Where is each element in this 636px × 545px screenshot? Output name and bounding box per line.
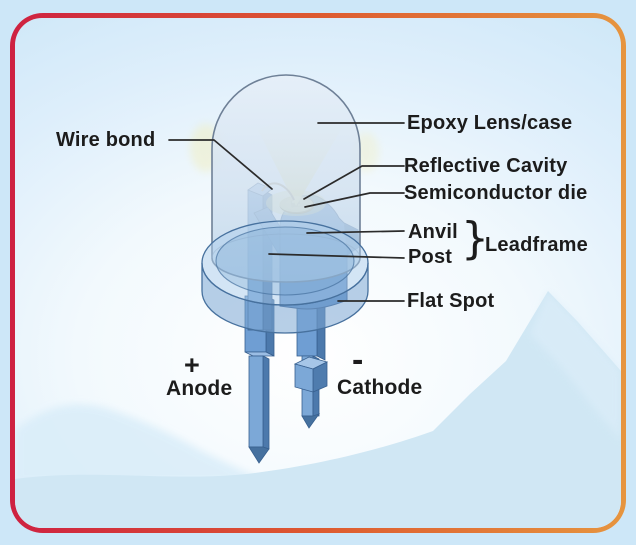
led xyxy=(190,74,379,464)
epoxy-dome xyxy=(211,74,361,283)
post-structure xyxy=(247,182,317,331)
right-mountain xyxy=(15,291,621,528)
flange-seat xyxy=(215,226,355,296)
diagram-card xyxy=(15,18,621,528)
anvil-structure xyxy=(279,194,360,310)
led-diagram-illustration xyxy=(15,74,621,528)
background-mountains xyxy=(15,291,621,528)
anode-lead xyxy=(244,295,275,464)
base-flange xyxy=(201,220,369,334)
reflective-cavity-line xyxy=(303,165,405,200)
semiconductor-die xyxy=(290,199,301,208)
anvil-line xyxy=(306,230,405,234)
reflective-cavity xyxy=(279,196,315,214)
wire-bond xyxy=(261,182,295,201)
cathode-lead xyxy=(293,295,329,429)
light-glow xyxy=(190,120,379,216)
left-hill xyxy=(15,404,272,484)
semiconductor-die-line xyxy=(304,192,405,208)
wire-bond-line xyxy=(168,139,273,190)
post-line xyxy=(268,253,405,259)
leader-lines xyxy=(168,122,405,302)
card-gradient-border xyxy=(10,13,626,533)
mountain-highlight xyxy=(530,291,621,440)
